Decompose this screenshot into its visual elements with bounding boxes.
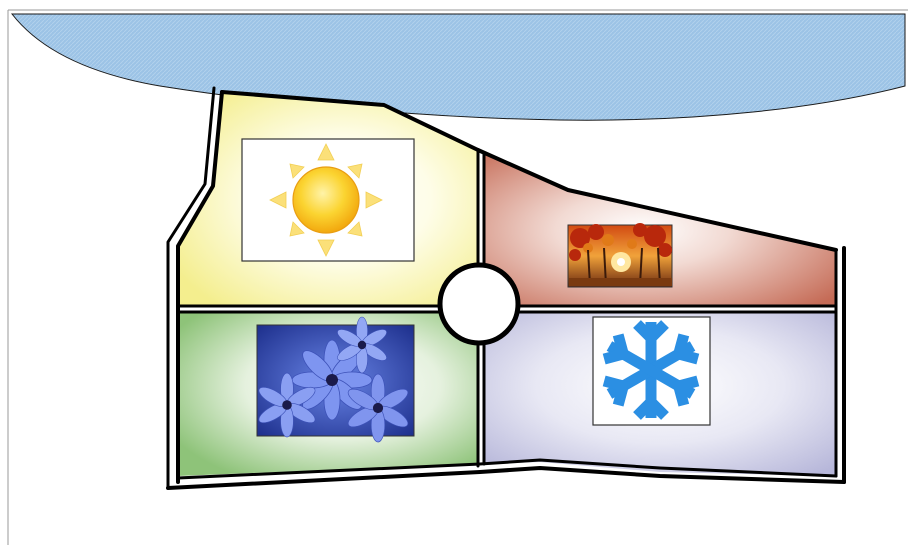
sky-region <box>12 14 905 120</box>
autumn-forest-photo <box>568 223 672 287</box>
sun-picture <box>242 139 414 261</box>
blue-flowers-photo <box>256 317 414 442</box>
snowflake-picture <box>593 317 710 425</box>
circle-hub <box>440 265 518 343</box>
